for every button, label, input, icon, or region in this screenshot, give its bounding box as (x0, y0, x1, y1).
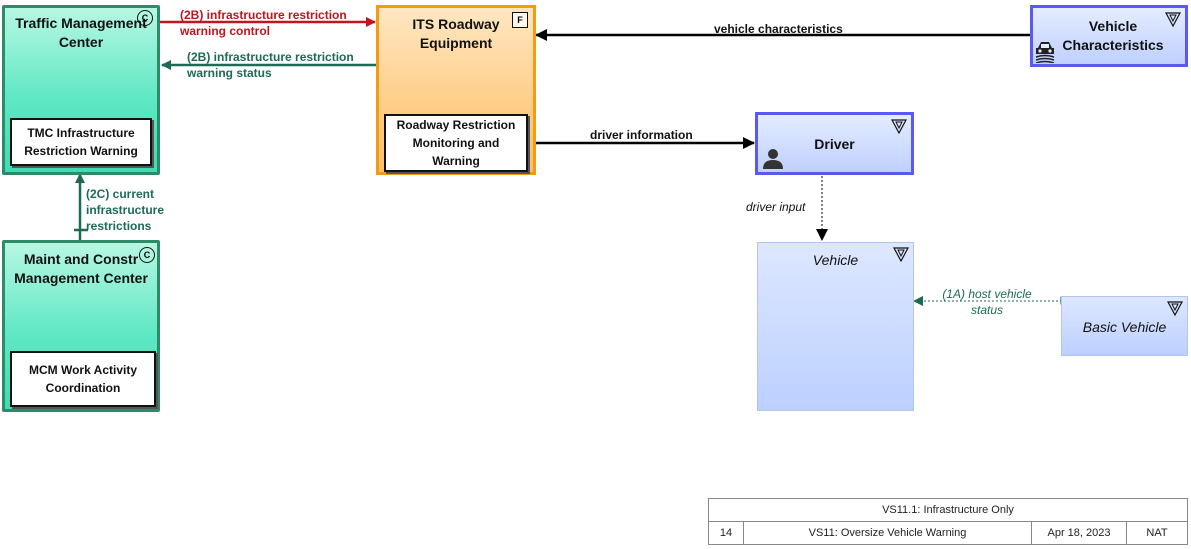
triangle-icon (1165, 12, 1181, 27)
driver-node[interactable]: Driver (755, 112, 914, 175)
vehicle-characteristics-title: Vehicle Characteristics (1062, 18, 1164, 53)
flow-driver-information-label: driver information (590, 128, 693, 142)
its-title: ITS Roadway Equipment (412, 16, 500, 51)
flow-1a-label: (1A) host vehicle status (942, 287, 1032, 317)
basic-vehicle-node[interactable]: Basic Vehicle (1061, 296, 1188, 356)
roadway-restriction-monitoring-and-warning[interactable]: Roadway Restriction Monitoring and Warni… (384, 114, 528, 172)
flow-2b-control-label: (2B) infrastructure restriction warning … (180, 8, 347, 38)
footer-scope: NAT (1126, 521, 1188, 545)
flow-2c-label: (2C) current infrastructure restrictions (86, 187, 165, 233)
maint-constr-management-center-node[interactable]: Maint and Constr Management Center C MCM… (2, 240, 160, 412)
car-icon (1035, 42, 1055, 63)
its-roadway-equipment-node[interactable]: ITS Roadway Equipment F Roadway Restrict… (376, 5, 536, 175)
tmc-infrastructure-restriction-warning[interactable]: TMC Infrastructure Restriction Warning (10, 118, 152, 166)
driver-title: Driver (814, 136, 855, 152)
flow-driver-input-label: driver input (746, 200, 806, 214)
basic-vehicle-title: Basic Vehicle (1082, 319, 1167, 335)
flow-vehicle-characteristics-label: vehicle characteristics (714, 22, 843, 36)
diagram-footer: VS11.1: Infrastructure Only 14 VS11: Ove… (708, 498, 1188, 545)
traffic-management-center-node[interactable]: Traffic Management Center C TMC Infrastr… (2, 5, 160, 175)
triangle-icon (1167, 301, 1183, 316)
mcm-title: Maint and Constr Management Center (14, 251, 148, 286)
mcm-work-activity-coordination[interactable]: MCM Work Activity Coordination (10, 351, 156, 407)
vehicle-node[interactable]: Vehicle (757, 242, 914, 411)
mcm-badge: C (139, 247, 155, 263)
its-badge: F (512, 12, 528, 28)
vehicle-title: Vehicle (812, 252, 859, 268)
footer-page: 14 (708, 521, 744, 545)
flow-2b-status-label: (2B) infrastructure restriction warning … (187, 50, 354, 80)
triangle-icon (893, 247, 909, 262)
tmc-title: Traffic Management Center (15, 15, 147, 50)
triangle-icon (891, 119, 907, 134)
person-icon (763, 149, 783, 169)
vehicle-characteristics-node[interactable]: Vehicle Characteristics (1030, 5, 1188, 67)
tmc-badge: C (137, 10, 153, 26)
footer-date: Apr 18, 2023 (1031, 521, 1127, 545)
footer-name: VS11: Oversize Vehicle Warning (743, 521, 1032, 545)
footer-title: VS11.1: Infrastructure Only (708, 498, 1188, 522)
